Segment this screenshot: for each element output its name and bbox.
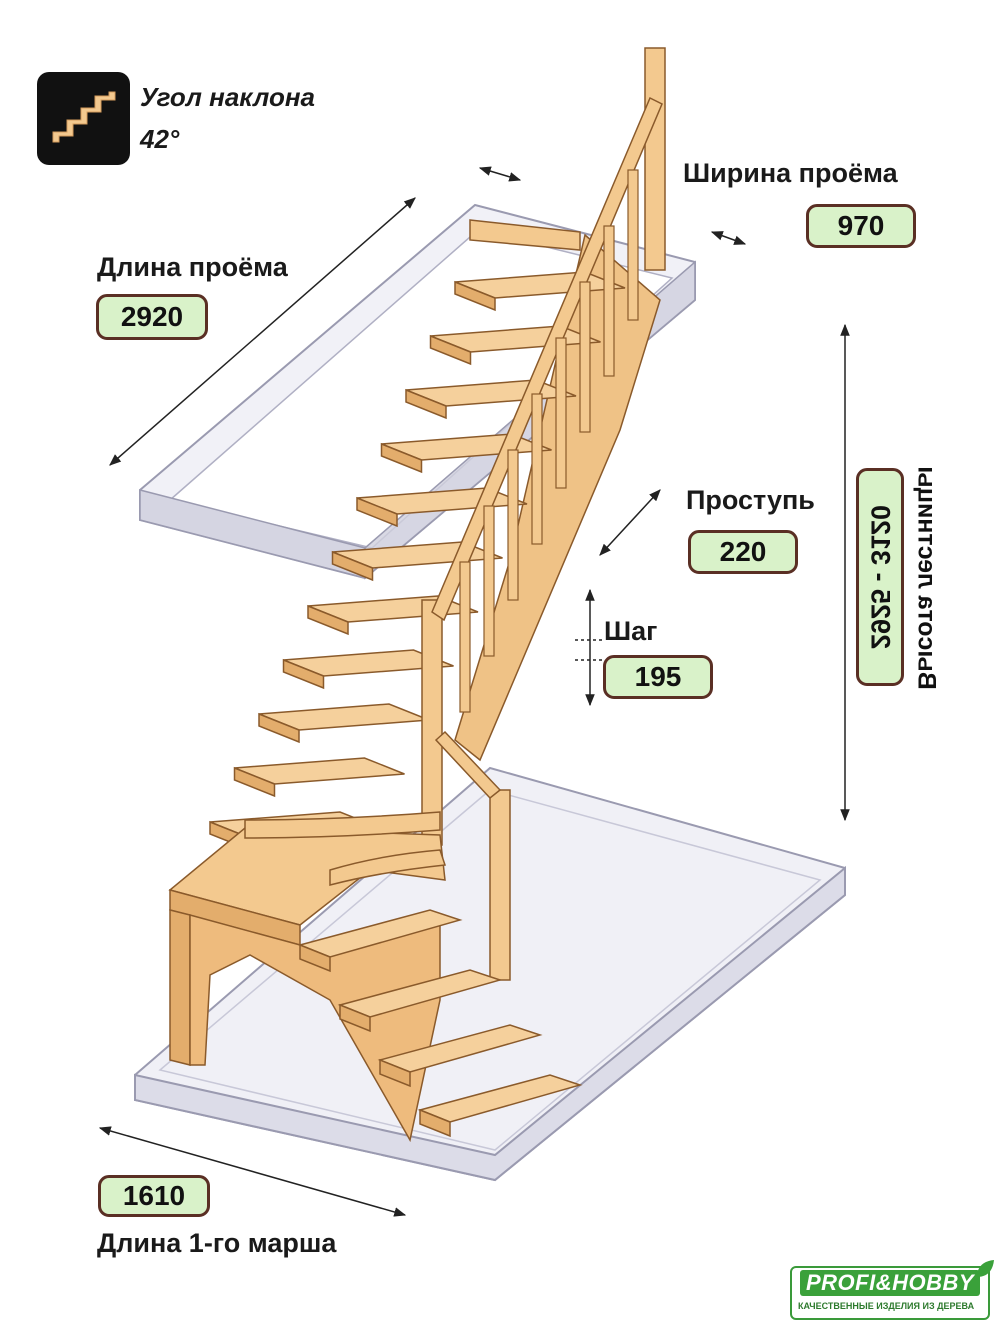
- step-value: 195: [603, 655, 713, 699]
- opening-length-value: 2920: [96, 294, 208, 340]
- baluster: [603, 225, 615, 377]
- handrail-system: [421, 47, 666, 981]
- baluster: [531, 393, 543, 545]
- angle-label: Угол наклона: [140, 82, 315, 112]
- upper-tread-front: [282, 658, 325, 690]
- opening-width-value: 970: [806, 204, 916, 248]
- brand-tagline: КАЧЕСТВЕННЫЕ ИЗДЕЛИЯ ИЗ ДЕРЕВА: [798, 1301, 975, 1311]
- tread-label: Проступь: [686, 485, 815, 515]
- step-label: Шаг: [604, 616, 658, 646]
- opening-length-label: Длина проёма: [97, 252, 288, 282]
- landing: [168, 811, 447, 1143]
- angle-value: 42°: [140, 124, 180, 154]
- lower-tread-front: [419, 1108, 451, 1138]
- leaf-icon: [977, 1260, 994, 1277]
- baluster: [555, 337, 567, 489]
- opening-width-label: Ширина проёма: [683, 158, 898, 188]
- first-flight-label: Длина 1-го марша: [97, 1228, 337, 1258]
- upper-tread-front: [258, 712, 300, 744]
- baluster: [507, 449, 519, 601]
- tread-value: 220: [688, 530, 798, 574]
- lower-treads: [297, 909, 583, 1138]
- dimension-lines: [98, 166, 850, 1217]
- lower-tread-front: [339, 1003, 371, 1033]
- brand-name: PROFI&HOBBY: [800, 1270, 981, 1296]
- upper-tread-front: [356, 496, 398, 528]
- upper-tread-front: [454, 280, 496, 312]
- upper-tread-front: [233, 766, 276, 798]
- baluster: [579, 281, 591, 433]
- baluster: [627, 169, 639, 321]
- height-label: Высота лестницы: [912, 466, 941, 690]
- lower-tread-front: [379, 1058, 411, 1088]
- upper-tread-front: [429, 334, 472, 366]
- upper-tread-front: [331, 550, 374, 582]
- first-flight-value: 1610: [98, 1175, 210, 1217]
- lower-tread-front: [299, 943, 331, 973]
- baluster: [483, 505, 495, 657]
- height-value: 2925 - 3120: [856, 468, 904, 686]
- stairs-icon: [37, 72, 130, 165]
- brand-logo: PROFI&HOBBY КАЧЕСТВЕННЫЕ ИЗДЕЛИЯ ИЗ ДЕРЕ…: [790, 1260, 994, 1320]
- baluster: [459, 561, 471, 713]
- upper-tread-front: [307, 604, 349, 636]
